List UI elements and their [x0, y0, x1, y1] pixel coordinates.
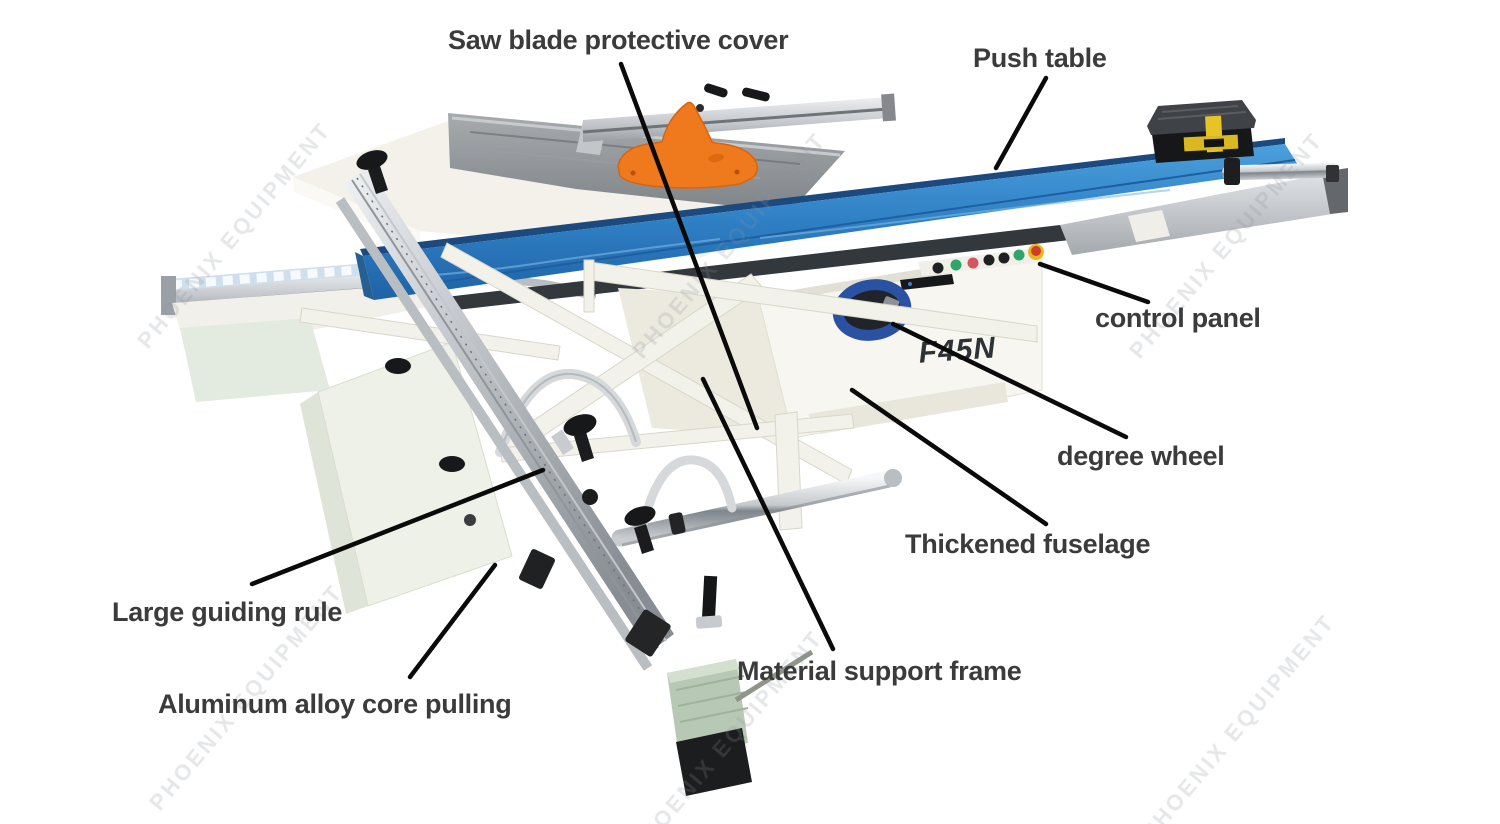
foot-bracket — [676, 728, 752, 796]
rule-knob — [624, 506, 656, 554]
rule-clamp-block — [519, 549, 555, 589]
annotation-aluminum-core: Aluminum alloy core pulling — [158, 689, 512, 719]
rule-end-bracket — [625, 609, 671, 657]
push-table-seam — [419, 159, 1296, 286]
toolbox-ridge — [1157, 111, 1247, 120]
cabinet-recess — [808, 382, 1008, 434]
annotation-thickened-fuselage: Thickened fuselage — [905, 529, 1151, 559]
rod-nut — [695, 615, 723, 629]
leader-lines — [249, 61, 1151, 680]
leader-aluminum-core — [407, 562, 498, 680]
tube-clamp — [668, 512, 686, 535]
control-panel-strip — [918, 248, 1042, 276]
watermark: PHOENIX EQUIPMENT — [1136, 609, 1340, 824]
large-guiding-rule — [335, 150, 674, 671]
rod-tip — [1326, 165, 1339, 182]
annotation-large-guiding-rule: Large guiding rule — [112, 597, 343, 627]
guiding-rule-subrail — [335, 197, 653, 671]
frame-knob — [385, 358, 465, 472]
guiding-rule-groove — [359, 173, 667, 642]
frame-beam-cap — [583, 259, 595, 313]
tube-shade — [621, 484, 891, 547]
annotation-control-panel: control panel — [1095, 303, 1261, 333]
carriage-bracket — [1128, 210, 1170, 242]
push-table-left-cap — [355, 252, 374, 300]
toolbox-ridge — [1161, 105, 1239, 113]
material-support-tube — [611, 469, 902, 547]
leader-push-table — [993, 75, 1049, 171]
annotation-saw-blade-cover: Saw blade protective cover — [448, 25, 789, 55]
fence-lock-handle — [742, 87, 770, 102]
stand-green-panel — [180, 318, 330, 402]
stop-button — [967, 257, 979, 269]
leader-degree-wheel — [890, 321, 1129, 440]
leader-material-support-frame — [700, 376, 836, 652]
support-stick — [734, 649, 814, 703]
annotation-push-table: Push table — [973, 43, 1107, 73]
push-table-back-edge — [360, 138, 1285, 256]
display-panel — [900, 274, 954, 290]
fence-lock-handle — [704, 83, 728, 98]
control-knob — [932, 262, 944, 274]
aluminum-core-pulling — [667, 575, 814, 796]
rip-fence-slot — [582, 107, 889, 134]
core-ridge — [679, 707, 749, 723]
guiding-rule-groove — [351, 179, 659, 649]
push-table — [355, 138, 1348, 313]
core-ridge — [677, 691, 747, 707]
rule-knob — [356, 150, 388, 194]
support-rod — [1222, 162, 1339, 181]
guiding-rule-body — [344, 167, 674, 652]
emergency-stop-button — [1031, 246, 1041, 256]
rule-knob — [563, 414, 597, 462]
guiding-rule-scale — [356, 177, 664, 646]
rail-end-cap — [161, 276, 176, 315]
rip-fence-end — [881, 93, 896, 122]
start-button — [950, 259, 962, 271]
toolbox-lid — [1147, 100, 1256, 135]
threaded-rod — [701, 575, 718, 623]
annotation-material-support-frame: Material support frame — [737, 656, 1022, 686]
carriage-beam — [1060, 170, 1345, 255]
rule-knob-small — [582, 489, 598, 505]
leader-saw-blade-cover — [618, 61, 760, 431]
push-table-texture — [419, 238, 721, 277]
saw-blade-protective-cover — [617, 101, 759, 189]
rail-ruler-checks — [171, 259, 431, 290]
blade-cover-vent — [630, 170, 636, 176]
core-extrusion-top — [667, 659, 739, 683]
stand-hole — [464, 514, 476, 526]
push-table-texture — [759, 189, 1171, 239]
rod-clamp — [1224, 158, 1240, 185]
toolbox-label-text — [1203, 138, 1225, 148]
blade-cover-slot — [708, 153, 724, 163]
toolbox — [1147, 100, 1256, 163]
display-led — [908, 282, 912, 286]
rip-fence — [582, 83, 896, 142]
tube-end-cap — [884, 469, 902, 487]
leader-thickened-fuselage — [849, 387, 1049, 527]
push-table-surface — [363, 144, 1300, 300]
stand-side — [300, 392, 368, 614]
cabinet-side — [618, 288, 793, 438]
model-label: F45N — [918, 331, 998, 369]
carriage-shadow-edge — [420, 225, 1070, 313]
leader-control-panel — [1037, 261, 1151, 305]
fence-knob — [696, 104, 704, 112]
frame-post — [774, 411, 803, 531]
annotation-degree-wheel: degree wheel — [1057, 441, 1225, 471]
blade-cover-body — [617, 101, 759, 189]
core-ridge — [675, 675, 745, 691]
blade-cover-vent — [734, 169, 740, 175]
control-knob — [983, 254, 995, 266]
bow-handle — [639, 455, 737, 527]
rule-clamp-plate — [551, 429, 575, 456]
start-button — [1013, 249, 1025, 261]
leader-large-guiding-rule — [249, 467, 546, 587]
control-knob — [998, 252, 1010, 264]
